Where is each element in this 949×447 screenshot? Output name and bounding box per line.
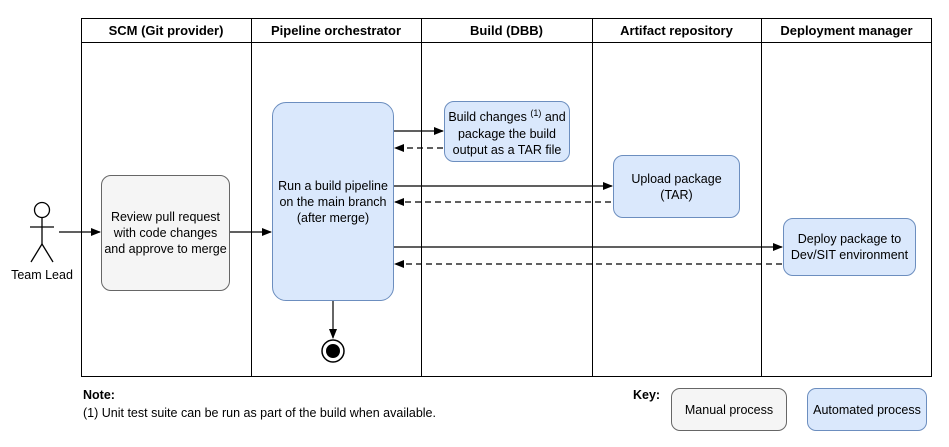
actor-label: Team Lead <box>11 268 73 282</box>
node-text: and <box>544 110 566 125</box>
key-automated-process: Automated process <box>807 388 927 431</box>
lane-header-scm: SCM (Git provider) <box>108 23 224 38</box>
node-text: Build changes <box>448 110 527 125</box>
team-lead-actor-icon <box>30 201 54 263</box>
upload-package-node: Upload package (TAR) <box>613 155 740 218</box>
node-text: Build changes (1) and <box>448 105 565 125</box>
lane-divider <box>761 18 762 377</box>
node-text: Review pull request <box>110 210 221 224</box>
swimlane-frame <box>81 18 932 377</box>
deploy-package-node: Deploy package to Dev/SIT environment <box>783 218 916 276</box>
lane-header-artifact-repo: Artifact repository <box>620 23 733 38</box>
lane-header-build: Build (DBB) <box>470 23 543 38</box>
lane-divider <box>592 18 593 377</box>
footnote-marker: (1) <box>530 108 542 119</box>
lane-divider <box>251 18 252 377</box>
end-node-icon <box>321 339 345 363</box>
note-title: Note: <box>83 388 115 402</box>
build-changes-node: Build changes (1) and package the build … <box>444 101 570 162</box>
node-text: Run a build pipeline <box>278 178 388 193</box>
node-text: Upload package <box>631 171 722 186</box>
lane-header-divider <box>81 42 932 43</box>
node-text: Deploy package to <box>797 232 902 246</box>
node-text: (after merge) <box>296 210 370 225</box>
note-text: (1) Unit test suite can be run as part o… <box>83 406 436 420</box>
build-pipeline-node: Run a build pipeline on the main branch … <box>272 102 394 301</box>
review-pr-node: Review pull request with code changes an… <box>101 175 230 291</box>
node-text: package the build <box>457 126 556 141</box>
lane-header-orchestrator: Pipeline orchestrator <box>270 23 402 38</box>
key-manual-process: Manual process <box>671 388 787 431</box>
key-label: Manual process <box>684 402 774 417</box>
key-title: Key: <box>633 388 661 402</box>
node-text: (TAR) <box>660 187 693 202</box>
node-text: on the main branch <box>279 194 387 209</box>
key-label: Automated process <box>813 402 921 417</box>
lane-divider <box>421 18 422 377</box>
node-text: with code changes <box>113 226 218 240</box>
node-text: and approve to merge <box>104 242 227 256</box>
node-text: output as a TAR file <box>452 142 562 157</box>
lane-header-deployment-manager: Deployment manager <box>780 23 913 38</box>
node-text: Dev/SIT environment <box>790 248 909 262</box>
